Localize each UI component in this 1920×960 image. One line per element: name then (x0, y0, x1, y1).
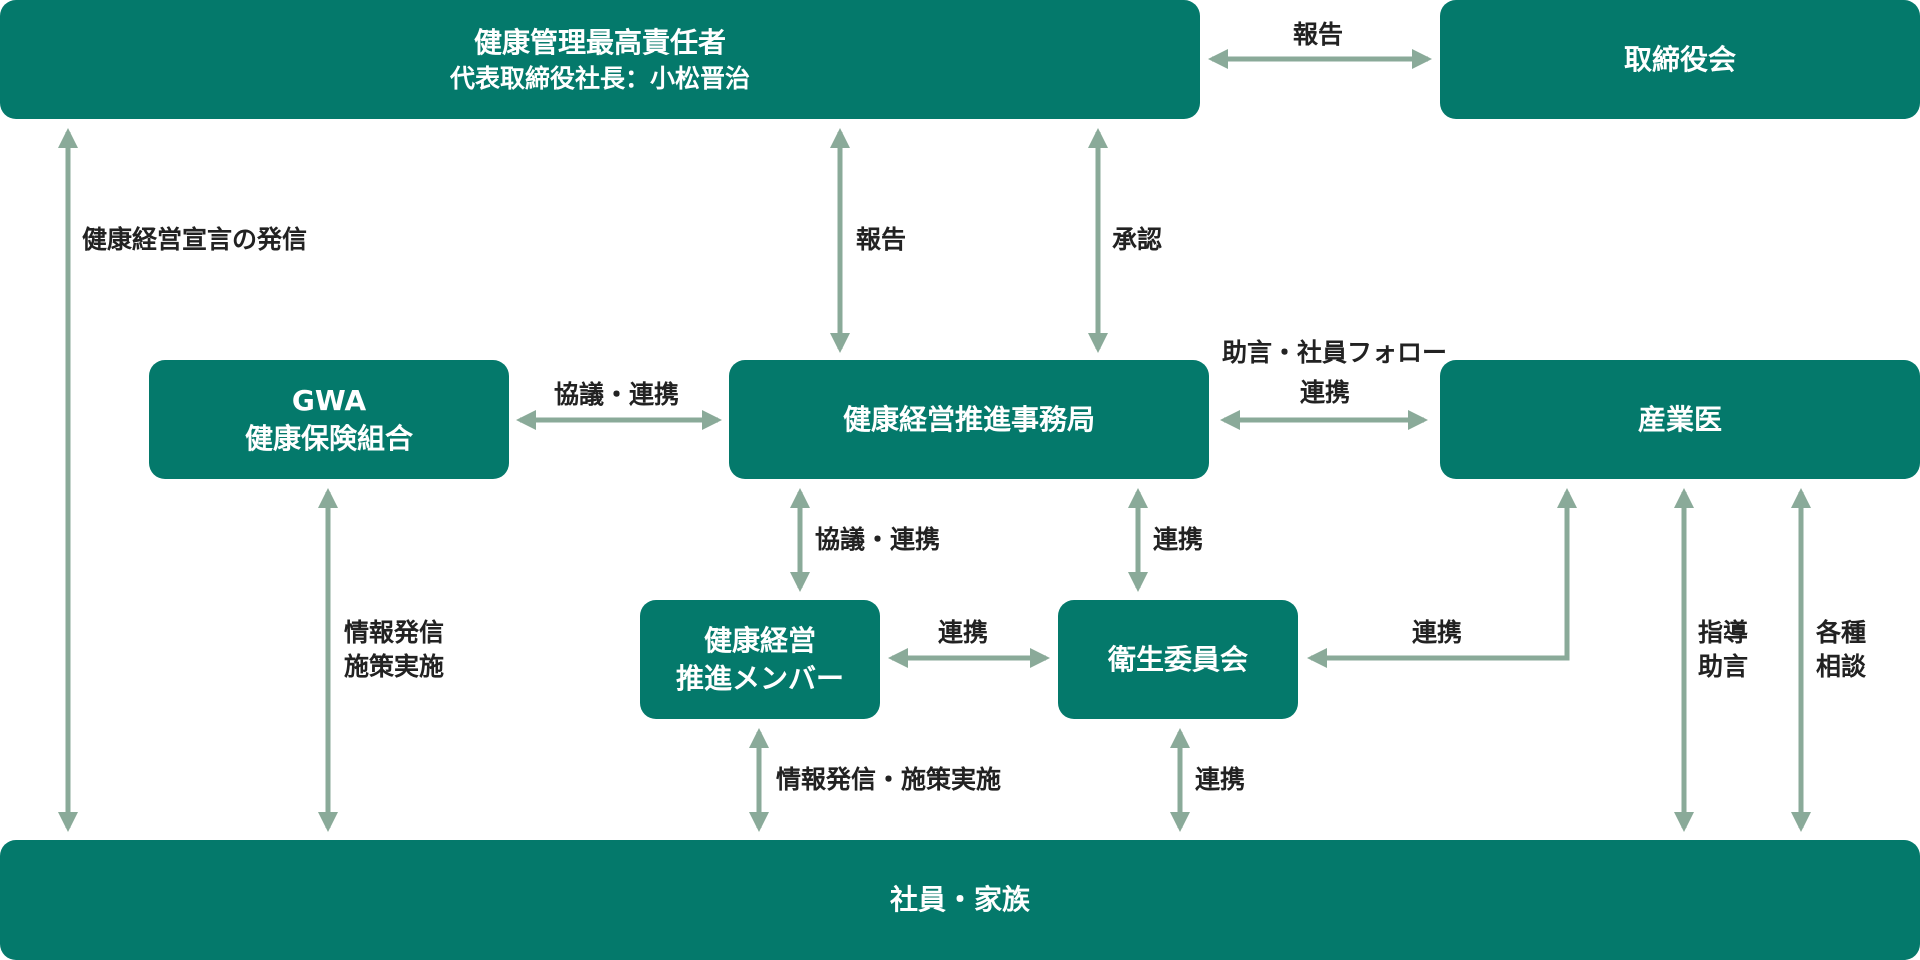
label-gwa-office: 協議・連携 (554, 380, 680, 409)
committee-label: 衛生委員会 (1107, 642, 1248, 676)
members-line2: 推進メンバー (675, 661, 844, 695)
arrow-doctor-committee (1307, 488, 1577, 668)
ceo-name: 代表取締役社長：小松晋治 (449, 63, 750, 93)
office-label: 健康経営推進事務局 (842, 402, 1095, 436)
label-gwa-employees: 情報発信 施策実施 (344, 616, 444, 684)
label-doctor-committee: 連携 (1412, 618, 1463, 647)
ceo-box: 健康管理最高責任者 代表取締役社長：小松晋治 (0, 0, 1200, 119)
label-consultation: 各種 相談 (1816, 616, 1866, 684)
doctor-label: 産業医 (1637, 402, 1722, 436)
label-office-committee: 連携 (1153, 525, 1204, 554)
label-office-doctor: 助言・社員フォロー 連携 (1222, 336, 1448, 410)
gwa-box: GWA 健康保険組合 (149, 360, 509, 479)
board-label: 取締役会 (1623, 42, 1736, 76)
committee-box: 衛生委員会 (1058, 600, 1298, 719)
board-box: 取締役会 (1440, 0, 1920, 119)
label-office-members: 協議・連携 (815, 525, 941, 554)
label-office-doctor-line1: 助言・社員フォロー (1222, 338, 1448, 367)
label-guidance-line2: 助言 (1698, 652, 1749, 681)
label-office-doctor-line2: 連携 (1299, 378, 1350, 407)
employees-label: 社員・家族 (889, 883, 1030, 916)
label-committee-employees: 連携 (1195, 765, 1246, 794)
office-box: 健康経営推進事務局 (729, 360, 1209, 479)
label-ceo-board: 報告 (1293, 20, 1344, 49)
members-box: 健康経営 推進メンバー (640, 600, 880, 719)
label-report: 報告 (856, 225, 907, 254)
gwa-line2: 健康保険組合 (244, 421, 413, 455)
label-guidance-line1: 指導 (1698, 618, 1749, 647)
members-line1: 健康経営 (703, 623, 816, 657)
doctor-box: 産業医 (1440, 360, 1920, 479)
label-consultation-line2: 相談 (1816, 652, 1867, 681)
label-gwa-employees-line1: 情報発信 (344, 618, 445, 647)
ceo-title: 健康管理最高責任者 (473, 25, 726, 59)
label-consultation-line1: 各種 (1816, 618, 1867, 647)
gwa-line1: GWA (291, 383, 367, 417)
label-declaration: 健康経営宣言の発信 (82, 225, 308, 254)
label-members-committee: 連携 (938, 618, 989, 647)
label-gwa-employees-line2: 施策実施 (344, 652, 445, 681)
employees-box: 社員・家族 (0, 840, 1920, 960)
label-approval: 承認 (1112, 225, 1163, 254)
label-guidance: 指導 助言 (1698, 616, 1748, 684)
label-members-employees: 情報発信・施策実施 (776, 765, 1002, 794)
